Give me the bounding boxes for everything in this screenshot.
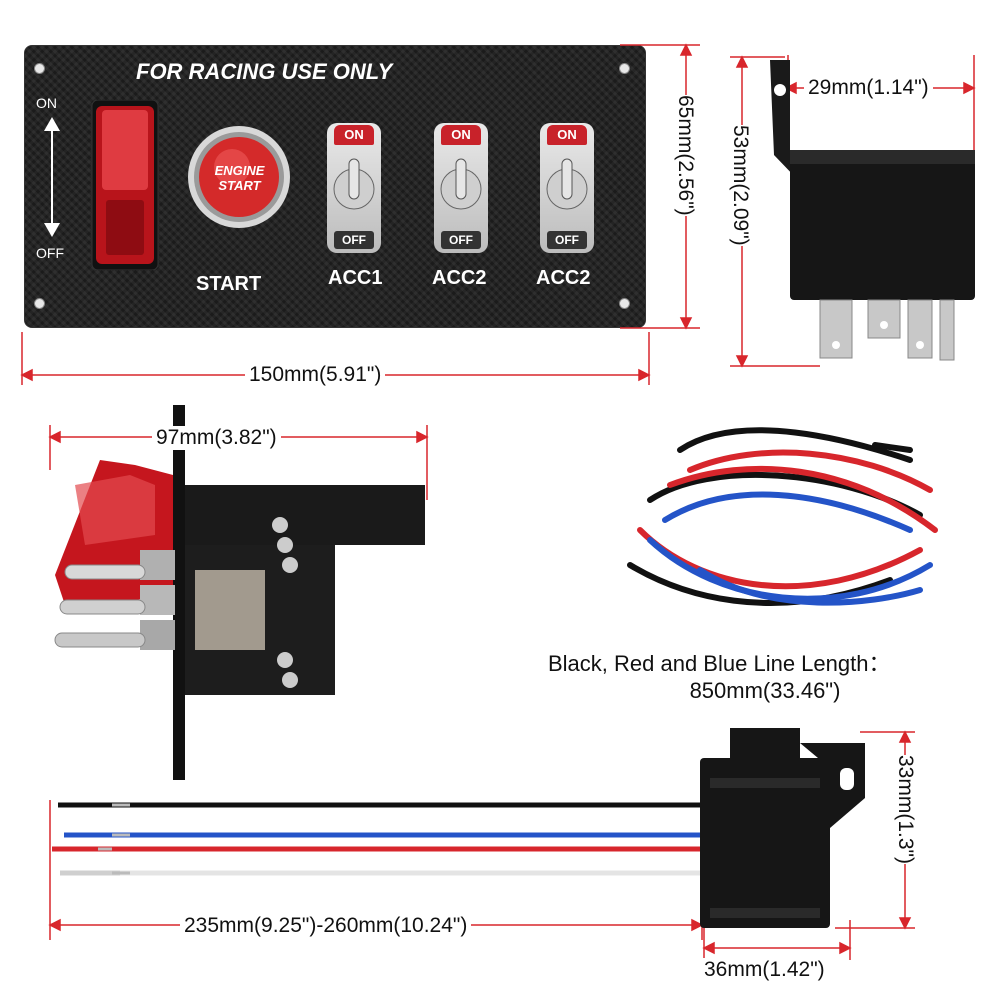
panel-depth-dimension: 97mm(3.82") <box>152 426 281 450</box>
panel-screw <box>34 298 45 309</box>
toggle-off-label: OFF <box>441 231 481 249</box>
toggle-switch-acc2[interactable]: ON OFF <box>434 123 488 253</box>
engine-label-line2: START <box>218 178 261 193</box>
toggle-off-label: OFF <box>334 231 374 249</box>
toggle-on-label: ON <box>547 125 587 145</box>
up-down-arrow-icon <box>44 117 60 237</box>
panel-screw <box>619 298 630 309</box>
label-acc2: ACC2 <box>432 267 487 289</box>
label-acc1: ACC1 <box>328 267 383 289</box>
socket-height-dimension: 33mm(1.3") <box>893 755 917 864</box>
relay <box>760 55 990 375</box>
toggle-on-label: ON <box>441 125 481 145</box>
off-label: OFF <box>36 245 64 261</box>
wire-length-label-line2: 850mm(33.46") <box>689 678 841 703</box>
toggle-switch-acc3[interactable]: ON OFF <box>540 123 594 253</box>
engine-label-line1: ENGINE <box>214 163 265 178</box>
socket-wire-length-dimension: 235mm(9.25")-260mm(10.24") <box>180 914 472 938</box>
toggle-on-label: ON <box>334 125 374 145</box>
wire-bundle <box>620 420 950 640</box>
safety-cover-switch[interactable] <box>90 99 160 271</box>
socket-wires <box>52 802 710 876</box>
panel-height-dimension: 65mm(2.56") <box>673 95 697 216</box>
relay-height-dimension: 53mm(2.09") <box>728 125 752 246</box>
wire-length-label-line1: Black, Red and Blue Line Length： <box>548 651 891 676</box>
panel-screw <box>619 63 630 74</box>
panel-side-view <box>45 405 435 780</box>
relay-width-dimension: 29mm(1.14") <box>804 76 933 100</box>
panel-screw <box>34 63 45 74</box>
engine-start-button[interactable]: ENGINE START <box>187 125 292 230</box>
socket-width-dimension: 36mm(1.42") <box>700 958 829 982</box>
switch-panel: FOR RACING USE ONLY ON OFF ENGINE START … <box>24 45 646 328</box>
toggle-off-label: OFF <box>547 231 587 249</box>
relay-socket <box>700 728 870 928</box>
panel-title: FOR RACING USE ONLY <box>136 59 393 84</box>
label-start: START <box>196 273 262 295</box>
on-label: ON <box>36 95 57 111</box>
label-acc2-second: ACC2 <box>536 267 591 289</box>
toggle-switch-acc1[interactable]: ON OFF <box>327 123 381 253</box>
panel-width-dimension: 150mm(5.91") <box>245 363 386 387</box>
